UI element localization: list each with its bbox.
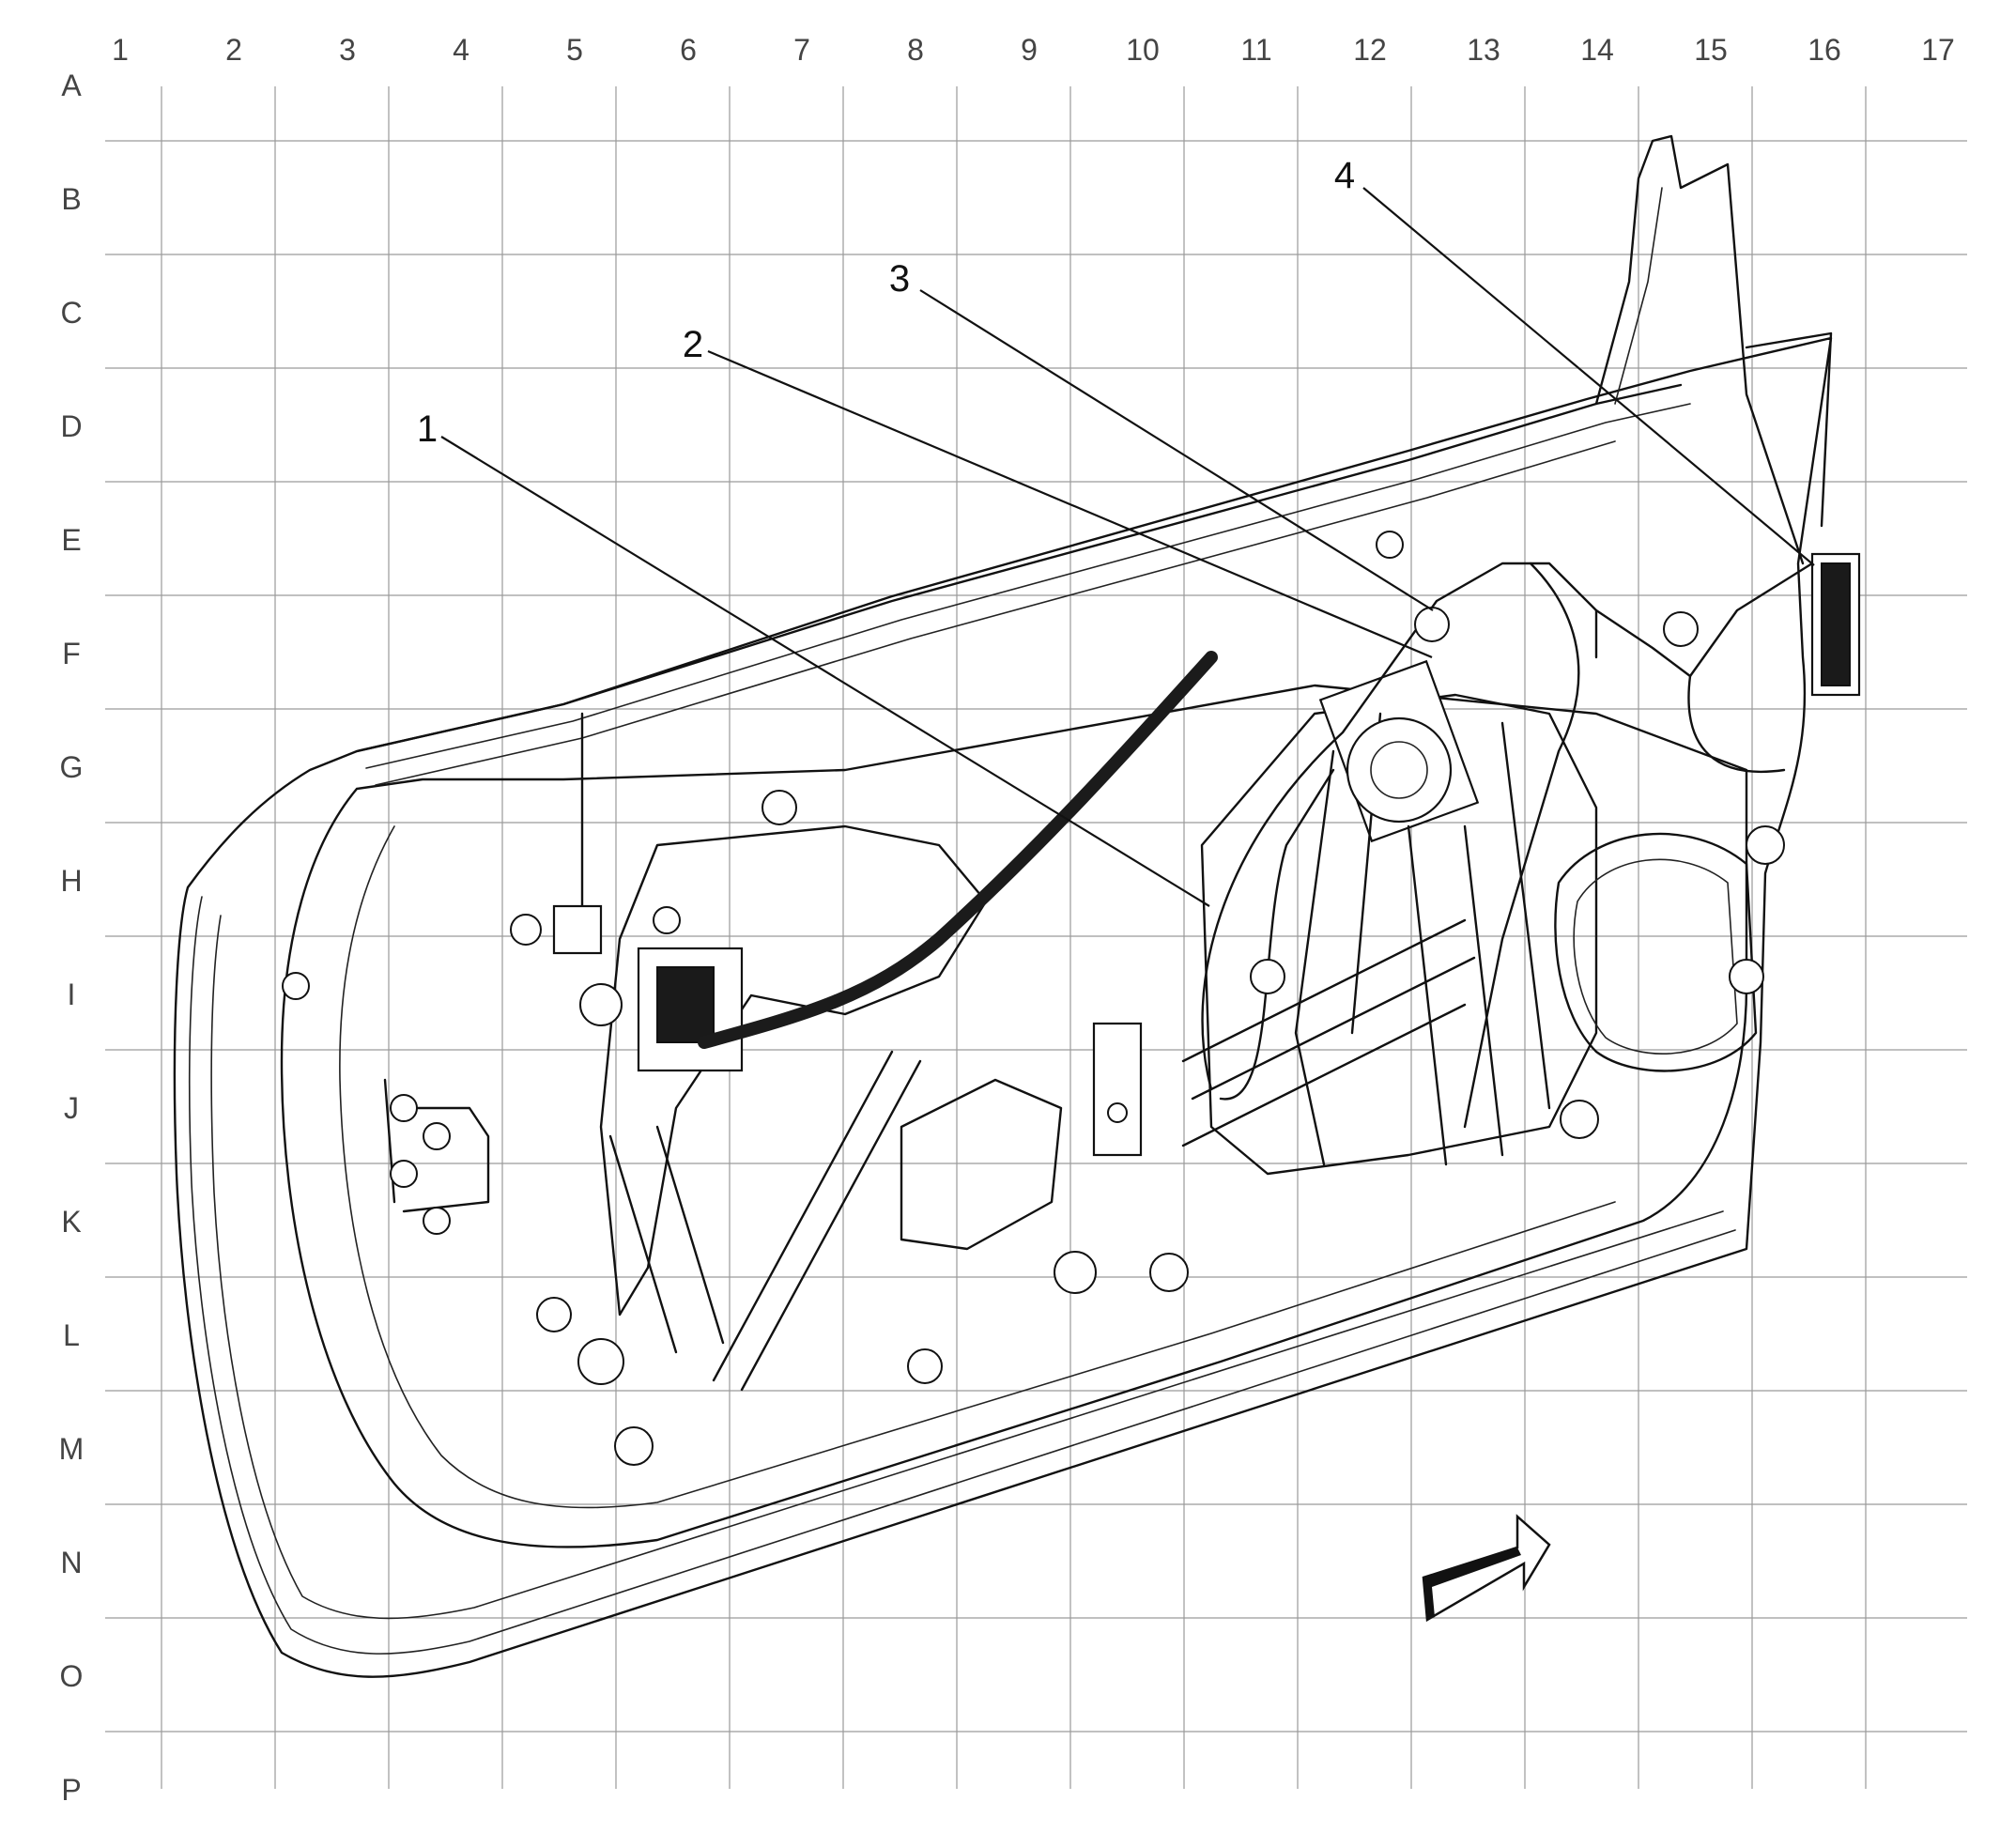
forward-arrow-icon [1422,1514,1551,1623]
row-label-M: M [59,1432,85,1466]
row-label-D: D [60,409,82,443]
row-label-C: C [60,296,82,330]
door-panel-drawing [173,134,1861,1678]
row-label-N: N [60,1546,82,1579]
column-label-2: 2 [225,33,242,67]
column-label-15: 15 [1694,33,1728,67]
column-label-12: 12 [1353,33,1387,67]
row-labels: A B C D E F G H I J K L M N O P [59,69,85,1807]
column-label-3: 3 [339,33,356,67]
column-label-13: 13 [1467,33,1500,67]
column-label-7: 7 [793,33,810,67]
column-label-11: 11 [1240,33,1271,67]
reference-grid [105,86,1967,1789]
column-label-9: 9 [1021,33,1038,67]
column-label-17: 17 [1921,33,1955,67]
callout-labels: 1 2 3 4 [417,155,1355,450]
row-label-F: F [62,637,81,670]
row-label-K: K [61,1205,81,1239]
column-label-16: 16 [1808,33,1841,67]
callout-2-label: 2 [683,324,703,365]
row-label-H: H [60,864,82,898]
column-label-14: 14 [1580,33,1614,67]
row-label-L: L [63,1318,80,1352]
column-label-8: 8 [907,33,924,67]
callout-4-leader [1362,187,1815,566]
column-label-6: 6 [680,33,697,67]
row-label-J: J [64,1091,79,1125]
column-label-10: 10 [1126,33,1160,67]
row-label-B: B [61,182,81,216]
row-label-I: I [68,978,76,1011]
row-label-P: P [61,1773,81,1807]
callout-3-label: 3 [889,258,910,300]
row-label-E: E [61,523,81,557]
callout-leaders [440,187,1815,907]
callout-2-leader [707,349,1433,659]
callout-1-leader [440,436,1210,907]
row-label-O: O [60,1659,84,1693]
column-label-5: 5 [566,33,583,67]
column-label-1: 1 [112,33,129,67]
callout-4-label: 4 [1334,155,1355,196]
callout-1-label: 1 [417,408,438,450]
column-label-4: 4 [453,33,469,67]
callout-3-leader [919,289,1434,611]
row-label-G: G [60,750,84,784]
row-label-A: A [61,69,82,102]
